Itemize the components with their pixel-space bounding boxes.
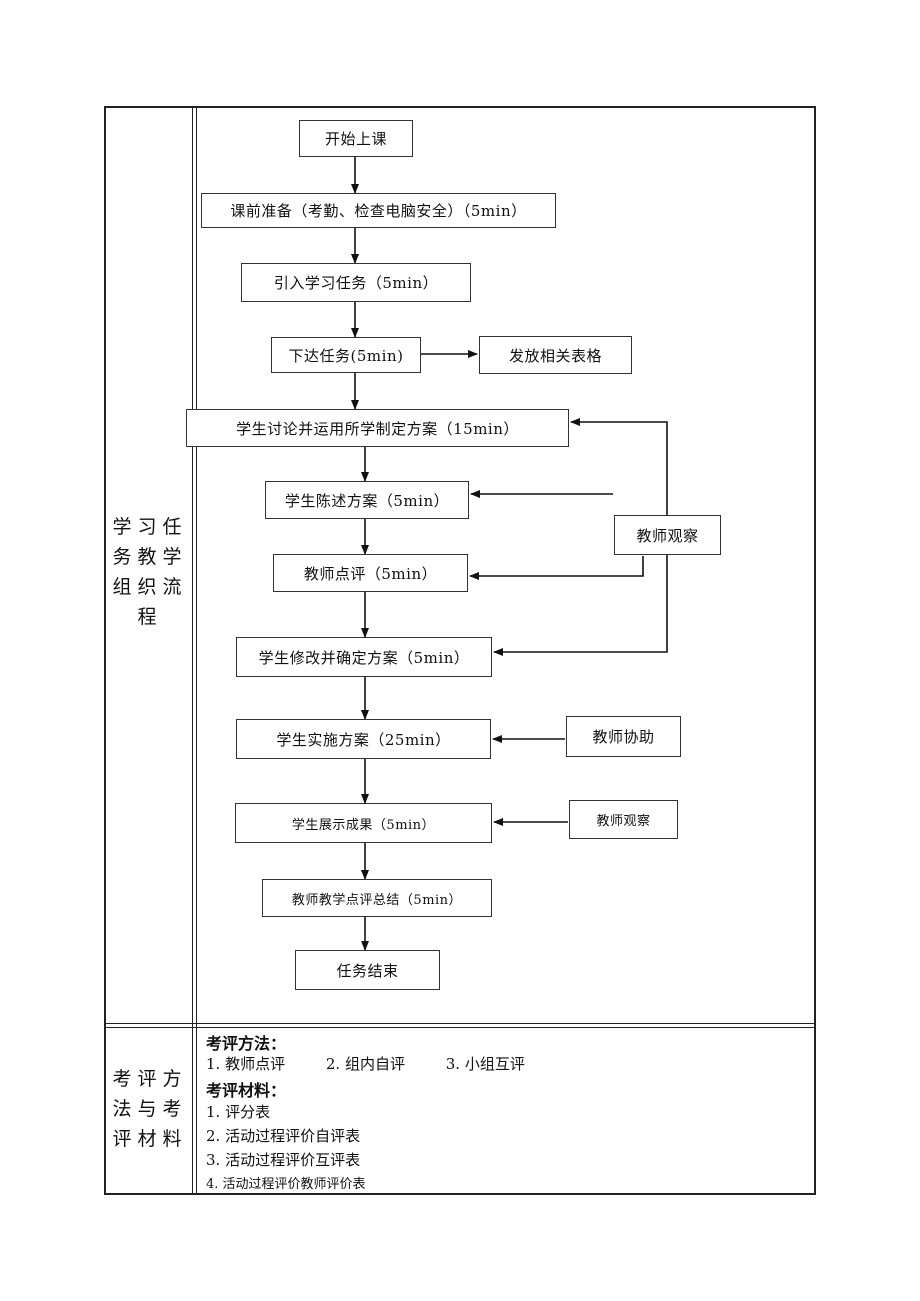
row2-label-line: 评材料: [112, 1128, 188, 1150]
flow-present-node: 学生陈述方案（5min）: [265, 481, 469, 519]
flow-handout-node: 发放相关表格: [479, 336, 632, 374]
flow-observe2-node: 教师观察: [569, 800, 678, 839]
flow-summary-node: 教师教学点评总结（5min）: [262, 879, 492, 917]
material-item: 4. 活动过程评价教师评价表: [206, 1177, 366, 1192]
row2-label-line: 法与考: [112, 1098, 188, 1120]
row1-label-line: 组织流: [112, 576, 188, 598]
flow-discuss-node: 学生讨论并运用所学制定方案（15min）: [186, 409, 569, 447]
method-item: 1. 教师点评: [206, 1055, 286, 1073]
material-item: 1. 评分表: [206, 1103, 271, 1121]
flow-assist-node: 教师协助: [566, 716, 681, 757]
flow-show-node: 学生展示成果（5min）: [235, 803, 492, 843]
flow-assign-node: 下达任务(5min): [271, 337, 421, 373]
flow-observe-node: 教师观察: [614, 515, 721, 555]
flow-revise-node: 学生修改并确定方案（5min）: [236, 637, 492, 677]
flow-prep-node: 课前准备（考勤、检查电脑安全）（5min）: [201, 193, 556, 228]
row1-label-line: 程: [137, 606, 163, 628]
table-row-divider-outer: [105, 1023, 815, 1024]
flow-comment-node: 教师点评（5min）: [273, 554, 468, 592]
row1-label-line: 务教学: [112, 546, 188, 568]
method-item: 3. 小组互评: [445, 1055, 525, 1073]
table-label-divider-inner: [196, 107, 197, 1194]
row2-label: 考评方 法与考 评材料: [107, 1064, 193, 1154]
table-outer-border: [104, 106, 816, 1195]
table-label-divider-outer: [192, 107, 193, 1194]
material-item: 3. 活动过程评价互评表: [206, 1151, 361, 1169]
methods-list: 1. 教师点评 2. 组内自评 3. 小组互评: [206, 1053, 525, 1074]
arrow-observe-to-discuss: [570, 418, 668, 523]
arrow-observe-to-comment: [469, 556, 644, 580]
flow-implement-node: 学生实施方案（25min）: [236, 719, 491, 759]
row1-label-line: 学习任: [112, 516, 188, 538]
flow-start-node: 开始上课: [299, 120, 413, 157]
methods-heading: 考评方法：: [206, 1034, 287, 1053]
arrow-observe-to-revise: [493, 555, 668, 656]
materials-heading: 考评材料：: [206, 1081, 287, 1100]
method-item: 2. 组内自评: [325, 1055, 405, 1073]
row1-label: 学习任 务教学 组织流 程: [107, 512, 193, 632]
table-row-divider-inner: [105, 1027, 815, 1028]
material-item: 2. 活动过程评价自评表: [206, 1127, 361, 1145]
flow-end-node: 任务结束: [295, 950, 440, 990]
flow-intro-node: 引入学习任务（5min）: [241, 263, 471, 302]
row2-label-line: 考评方: [112, 1068, 188, 1090]
